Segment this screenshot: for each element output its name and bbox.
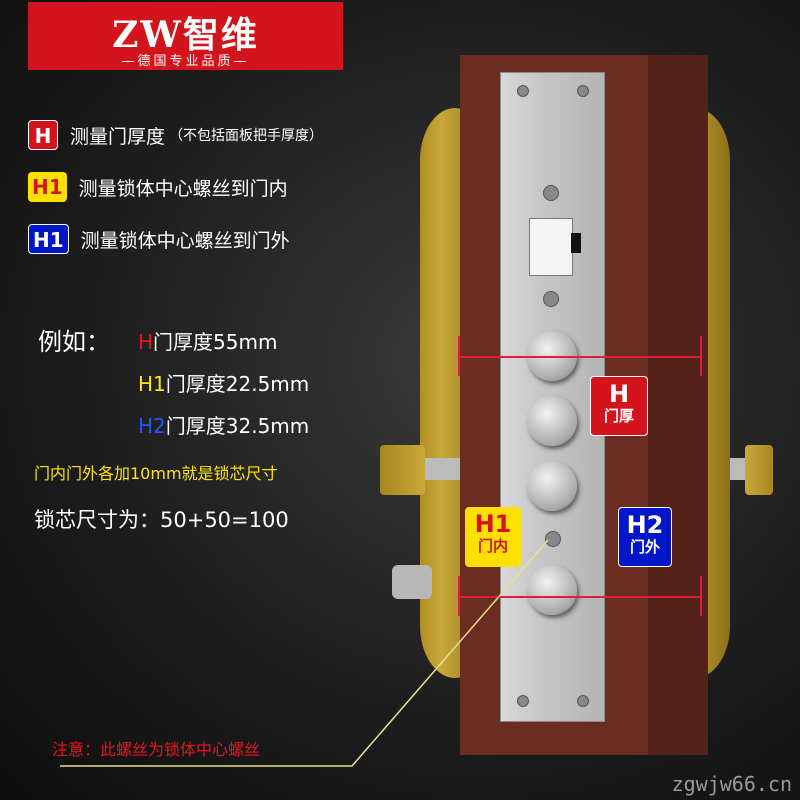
example-line-h1: H1门厚度22.5mm xyxy=(138,368,309,397)
tag-h1: H1 门内 xyxy=(465,507,521,567)
example-result: 锁芯尺寸为：50+50=100 xyxy=(34,508,289,532)
plate-screw xyxy=(517,695,529,707)
example-note: 门内门外各加10mm就是锁芯尺寸 xyxy=(34,464,278,483)
latch-slot xyxy=(529,218,573,276)
inner-spindle xyxy=(425,458,470,480)
tag-caption: 门外 xyxy=(629,538,660,556)
tag-caption: 门厚 xyxy=(603,407,634,425)
badge-h: H xyxy=(28,120,58,150)
inner-lever xyxy=(380,445,425,495)
badge-h1-blue: H1 xyxy=(28,224,69,254)
watermark: zgwjw66.cn xyxy=(671,772,792,796)
measure-tick xyxy=(700,336,702,376)
legend-text: 测量锁体中心螺丝到门内 xyxy=(78,177,288,200)
plate-screw xyxy=(517,85,529,97)
tag-label: H2 xyxy=(626,511,664,539)
plate-screw xyxy=(543,291,559,307)
deadbolt-knob xyxy=(527,396,577,446)
measure-tick xyxy=(458,576,460,616)
measure-tick xyxy=(458,336,460,376)
center-screw xyxy=(545,531,561,547)
legend-item-h1-outer: H1 测量锁体中心螺丝到门外 xyxy=(28,222,290,256)
door-edge xyxy=(648,55,708,755)
example-value: 门厚度22.5mm xyxy=(165,372,310,396)
legend-text: 测量锁体中心螺丝到门外 xyxy=(80,229,290,252)
brand-name: ZW智维 xyxy=(112,14,259,56)
thickness-measure-line xyxy=(458,356,702,358)
tag-h2: H2 门外 xyxy=(618,507,672,567)
example-key: H2 xyxy=(138,414,166,438)
notice-text: 注意：此螺丝为锁体中心螺丝 xyxy=(52,740,261,759)
thumb-turn xyxy=(392,565,432,599)
legend-item-h: H 测量门厚度 （不包括面板把手厚度） xyxy=(28,118,323,152)
example-line-h: H门厚度55mm xyxy=(138,326,277,355)
example-value: 门厚度55mm xyxy=(153,330,278,354)
lock-face-plate xyxy=(500,72,605,722)
example-prefix: 例如： xyxy=(38,328,110,356)
deadbolt-knob xyxy=(527,565,577,615)
callout-line xyxy=(60,539,549,767)
screw-measure-line xyxy=(458,596,702,598)
tag-h: H 门厚 xyxy=(590,376,648,436)
brand-slogan: —德国专业品质— xyxy=(121,54,250,69)
outer-lever xyxy=(745,445,773,495)
brand-logo: ZW智维 —德国专业品质— xyxy=(28,2,343,70)
latch-hole xyxy=(571,233,581,253)
badge-h1-yellow: H1 xyxy=(28,172,67,202)
legend-item-h1-inner: H1 测量锁体中心螺丝到门内 xyxy=(28,170,288,204)
example-value: 门厚度32.5mm xyxy=(165,414,310,438)
example-line-h2: H2门厚度32.5mm xyxy=(138,410,309,439)
tag-label: H xyxy=(608,380,630,408)
plate-screw xyxy=(577,695,589,707)
example-key: H xyxy=(138,330,154,354)
legend-note: （不包括面板把手厚度） xyxy=(169,128,324,144)
legend-text: 测量门厚度 xyxy=(70,125,166,148)
plate-screw xyxy=(577,85,589,97)
plate-screw xyxy=(543,185,559,201)
tag-caption: 门内 xyxy=(477,537,508,555)
example-key: H1 xyxy=(138,372,166,396)
tag-label: H1 xyxy=(474,510,512,538)
deadbolt-knob xyxy=(527,461,577,511)
measure-tick xyxy=(700,576,702,616)
